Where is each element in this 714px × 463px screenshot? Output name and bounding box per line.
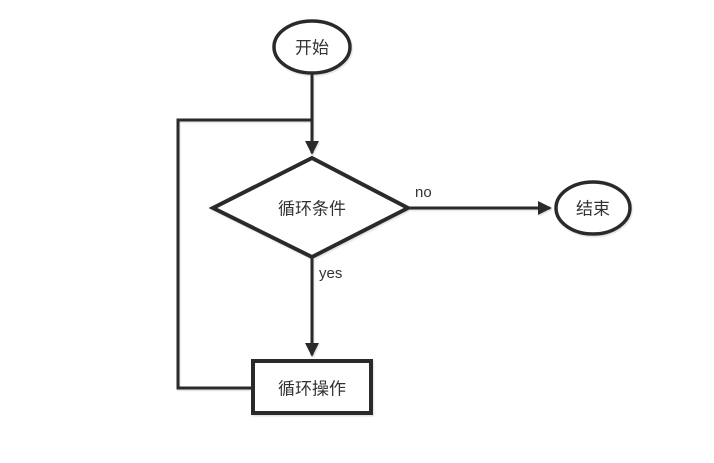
end-node-label: 结束 [576,200,610,219]
start-node-label: 开始 [295,39,329,58]
edge-label-no: no [415,184,432,201]
start-node [272,19,352,75]
condition-node-label: 循环条件 [278,200,346,219]
condition-node [208,155,413,260]
end-node [554,180,632,236]
operation-node [251,359,373,415]
edge-operation-to-condition-loop-back [176,118,312,390]
operation-node-label: 循环操作 [278,380,346,399]
edge-label-yes: yes [319,265,342,282]
